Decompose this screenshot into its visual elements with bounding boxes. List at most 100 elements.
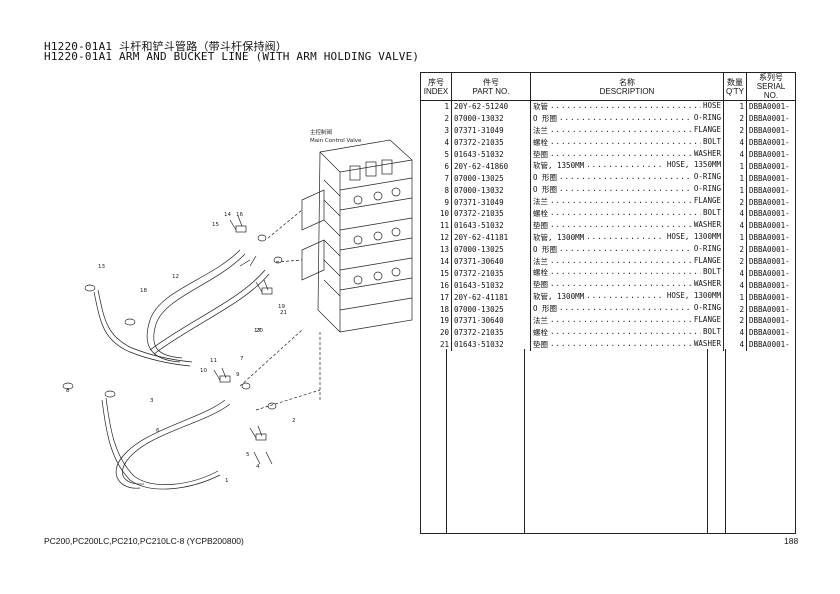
callout-4: 4 — [256, 464, 260, 470]
row-description-en: BOLT — [702, 208, 721, 218]
callout-15: 15 — [212, 222, 219, 228]
row-part-no: 07000-13032 — [451, 184, 531, 197]
row-description-en: FLANGE — [693, 315, 721, 325]
hose-17-illustration — [149, 269, 270, 355]
row-serial-no: DBBA0001- — [749, 209, 790, 219]
row-description-cn: O 形圈 — [533, 304, 558, 314]
row-description-en: BOLT — [702, 267, 721, 277]
row-serial-no: DBBA0001- — [749, 268, 790, 278]
row-leader-dots: ........................................… — [550, 101, 701, 110]
row-serial-no: DBBA0001- — [749, 114, 790, 124]
row-description-en: BOLT — [702, 136, 721, 146]
row-serial-no: DBBA0001- — [749, 138, 790, 148]
row-part-no: 01643-51032 — [451, 219, 531, 232]
row-description: 垫圈......................................… — [531, 279, 724, 292]
callout-20: 20 — [256, 328, 263, 334]
row-description-cn: 垫圈 — [533, 220, 548, 230]
row-leader-dots: ........................................… — [550, 267, 701, 277]
hose-12-illustration — [93, 249, 246, 367]
control-valve-illustration — [301, 139, 413, 333]
row-leader-dots: ........................................… — [586, 291, 665, 301]
row-description-cn: 螺栓 — [533, 268, 548, 278]
row-leader-dots: ........................................… — [550, 338, 692, 348]
row-index: 19 — [421, 315, 452, 327]
row-description: 垫圈......................................… — [531, 338, 724, 351]
row-description-en: FLANGE — [693, 255, 721, 265]
row-index: 11 — [421, 219, 452, 232]
row-serial-no: DBBA0001- — [749, 185, 790, 195]
row-quantity: 4 — [723, 279, 747, 292]
row-leader-dots: ........................................… — [559, 172, 692, 182]
o-ring-8-illustration — [62, 382, 74, 390]
row-index: 8 — [421, 184, 452, 197]
row-quantity: 2 — [723, 112, 747, 125]
row-serial-no: DBBA0001- — [749, 126, 790, 136]
row-quantity: 4 — [723, 326, 747, 339]
row-quantity: 4 — [723, 148, 747, 161]
row-index: 21 — [421, 338, 452, 351]
o-ring-2b-illustration — [267, 402, 277, 410]
row-quantity: 1 — [723, 100, 747, 113]
callout-3: 3 — [150, 398, 154, 404]
footer-page-number: 188 — [784, 536, 799, 546]
row-leader-dots: ........................................… — [550, 124, 692, 134]
row-description-en: FLANGE — [693, 196, 721, 206]
row-part-no: 07000-13025 — [451, 303, 531, 316]
callout-13: 13 — [98, 264, 105, 270]
row-description-en: O-RING — [693, 303, 721, 313]
row-leader-dots: ........................................… — [550, 136, 701, 146]
hose-1-and-6-illustration — [101, 397, 231, 490]
row-index: 18 — [421, 303, 452, 316]
row-description: O 形圈....................................… — [531, 184, 724, 197]
row-description-cn: 法兰 — [533, 256, 548, 266]
row-description-cn: 螺栓 — [533, 327, 548, 337]
row-serial-no: DBBA0001- — [749, 340, 790, 350]
o-ring-13b-illustration — [257, 234, 267, 242]
row-index: 3 — [421, 124, 452, 137]
row-quantity: 4 — [723, 219, 747, 232]
row-description-cn: O 形圈 — [533, 185, 558, 195]
diagram-drawing: 主控制阀 Main Control Valve 1 2 3 4 5 6 7 8 … — [62, 128, 413, 490]
o-ring-18-illustration — [124, 318, 136, 326]
callout-19: 19 — [278, 304, 285, 310]
row-description-cn: 软管, 1350MM — [533, 161, 585, 171]
diagram-label-en: Main Control Valve — [310, 138, 362, 144]
row-description-en: HOSE, 1350MM — [666, 160, 721, 170]
row-part-no: 07000-13025 — [451, 243, 531, 256]
callout-12: 12 — [172, 274, 179, 280]
row-description-cn: 垫圈 — [533, 280, 548, 290]
callout-1: 1 — [225, 478, 229, 484]
row-description-en: WASHER — [693, 219, 721, 229]
row-description: O 形圈....................................… — [531, 243, 724, 256]
row-description-cn: 软管, 1300MM — [533, 232, 585, 242]
row-serial-no: DBBA0001- — [749, 304, 790, 314]
footer-models: PC200,PC200LC,PC210,PC210LC-8 (YCPB20080… — [44, 536, 244, 546]
row-serial-no: DBBA0001- — [749, 233, 790, 243]
row-quantity: 2 — [723, 196, 747, 209]
row-description-en: O-RING — [693, 184, 721, 194]
row-part-no: 07000-13032 — [451, 112, 531, 125]
row-leader-dots: ........................................… — [550, 315, 692, 325]
table-row: 501643-51032垫圈..........................… — [421, 148, 795, 161]
row-leader-dots: ........................................… — [550, 208, 701, 218]
row-description: 软管......................................… — [531, 101, 724, 113]
row-leader-dots: ........................................… — [559, 303, 692, 313]
row-description: O 形圈....................................… — [531, 172, 724, 185]
row-serial-no: DBBA0001- — [749, 150, 790, 159]
row-description: 法兰......................................… — [531, 124, 724, 137]
row-description: 螺栓......................................… — [531, 208, 724, 220]
row-description: 软管, 1300MM..............................… — [531, 231, 724, 244]
